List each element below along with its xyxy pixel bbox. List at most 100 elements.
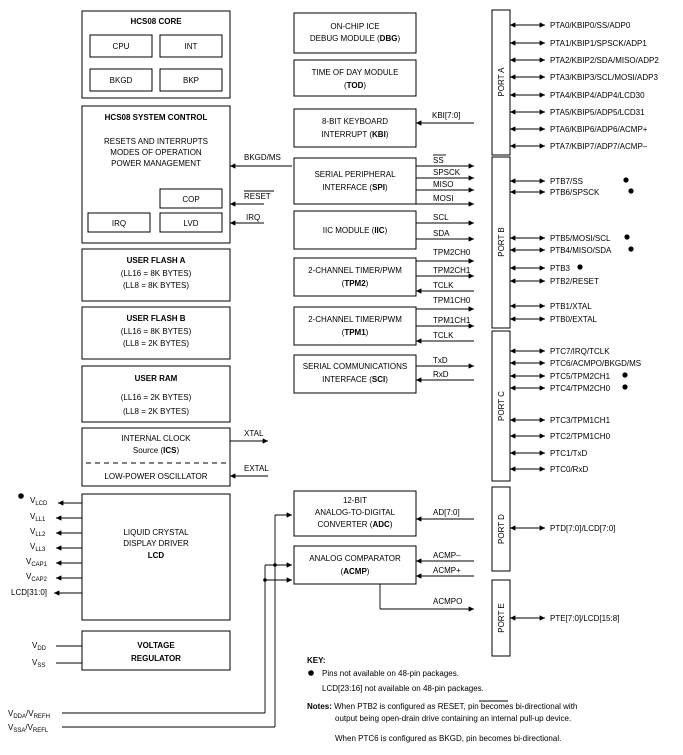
lcd-bus-label: LCD[31:0] <box>11 588 47 597</box>
svg-text:SERIAL COMMUNICATIONS: SERIAL COMMUNICATIONS <box>303 362 407 371</box>
svg-text:USER RAM: USER RAM <box>135 374 178 383</box>
svg-text:LCD[23:16] not available on 48: LCD[23:16] not available on 48-pin packa… <box>322 684 484 693</box>
pin-b0: PTB7/SS <box>550 177 583 186</box>
svg-text:TPM2CH0: TPM2CH0 <box>433 248 471 257</box>
bkp-label: BKP <box>183 76 199 85</box>
svg-text:SDA: SDA <box>433 229 450 238</box>
lcd-driver: LIQUID CRYSTAL DISPLAY DRIVER LCD <box>81 493 231 621</box>
tpm2-module: 2-CHANNEL TIMER/PWM (TPM2) TPM2CH0 TPM2C… <box>293 248 474 297</box>
svg-text:VOLTAGE: VOLTAGE <box>137 641 175 650</box>
svg-text:output being open-drain drive: output being open-drain drive containing… <box>335 714 571 723</box>
pin-c6: PTC1/TxD <box>550 449 588 458</box>
internal-clock-source: INTERNAL CLOCK Source (ICS) LOW-POWER OS… <box>81 427 231 487</box>
svg-text:DISPLAY DRIVER: DISPLAY DRIVER <box>123 539 189 548</box>
svg-text:TxD: TxD <box>433 356 448 365</box>
notes: Notes: When PTB2 is configured as RESET,… <box>307 700 577 743</box>
tod-module: TIME OF DAY MODULE (TOD) <box>293 59 417 97</box>
svg-text:INTERFACE (SPI): INTERFACE (SPI) <box>322 183 388 192</box>
pin-c0: PTC7/IRQ/TCLK <box>550 347 610 356</box>
svg-text:Source (ICS): Source (ICS) <box>133 446 180 455</box>
pin-a7: PTA7/KBIP7/ADP7/ACMP– <box>550 142 648 151</box>
svg-text:PORT D: PORT D <box>497 514 506 544</box>
svg-text:VDDA/VREFH: VDDA/VREFH <box>8 709 50 720</box>
port-b: PORT B <box>491 156 511 329</box>
not-on-48pin-marker <box>577 264 583 270</box>
svg-text:(ACMP): (ACMP) <box>341 567 370 576</box>
port-pins: PTA0/KBIP0/SS/ADP0PTA1/KBIP1/SPSCK/ADP1P… <box>510 21 659 623</box>
pin-c7: PTC0/RxD <box>550 465 588 474</box>
supply-pins: VLCD VLL1 VLL2 VLL3 VCAP1 VCAP2 LCD[31:0… <box>8 493 292 734</box>
svg-text:When PTC6 is configured as BKG: When PTC6 is configured as BKGD, pin bec… <box>335 734 561 743</box>
svg-text:AD[7:0]: AD[7:0] <box>433 508 460 517</box>
svg-text:(TOD): (TOD) <box>344 81 366 90</box>
svg-text:INTERFACE (SCI): INTERFACE (SCI) <box>322 375 388 384</box>
pin-a5: PTA5/KBIP5/ADP5/LCD31 <box>550 108 645 117</box>
port-d: PORT D <box>491 486 511 572</box>
svg-text:KBI[7:0]: KBI[7:0] <box>432 111 460 120</box>
svg-text:VLCD: VLCD <box>30 496 48 507</box>
svg-text:IIC MODULE (IIC): IIC MODULE (IIC) <box>323 226 388 235</box>
key: KEY: Pins not available on 48-pin packag… <box>307 656 484 693</box>
acmp-module: ANALOG COMPARATOR (ACMP) ACMP– ACMP+ ACM… <box>293 545 474 612</box>
pin-a1: PTA1/KBIP1/SPSCK/ADP1 <box>550 39 647 48</box>
pin-c4: PTC3/TPM1CH1 <box>550 416 611 425</box>
svg-text:Notes: When PTB2 is configured: Notes: When PTB2 is configured as RESET,… <box>307 702 577 711</box>
svg-text:(LL16 = 2K BYTES): (LL16 = 2K BYTES) <box>121 393 192 402</box>
bkgd-label: BKGD <box>110 76 133 85</box>
adc-module: 12-BIT ANALOG-TO-DIGITAL CONVERTER (ADC)… <box>293 490 474 537</box>
svg-text:SERIAL PERIPHERAL: SERIAL PERIPHERAL <box>314 170 396 179</box>
not-on-48pin-marker <box>622 372 628 378</box>
iic-module: IIC MODULE (IIC) SCL SDA <box>293 210 474 250</box>
svg-text:ACMPO: ACMPO <box>433 597 462 606</box>
svg-text:USER FLASH A: USER FLASH A <box>127 256 186 265</box>
svg-text:VLL2: VLL2 <box>30 527 46 538</box>
svg-text:(TPM1): (TPM1) <box>342 328 369 337</box>
port-e: PORT E <box>491 579 511 657</box>
pin-a6: PTA6/KBIP6/ADP6/ACMP+ <box>550 125 648 134</box>
svg-text:ANALOG-TO-DIGITAL: ANALOG-TO-DIGITAL <box>315 508 396 517</box>
svg-text:SPSCK: SPSCK <box>433 168 461 177</box>
pin-a2: PTA2/KBIP2/SDA/MISO/ADP2 <box>550 56 659 65</box>
svg-text:TPM2CH1: TPM2CH1 <box>433 266 471 275</box>
user-flash-a: USER FLASH A (LL16 = 8K BYTES) (LL8 = 8K… <box>81 248 231 302</box>
svg-text:8-BIT KEYBOARD: 8-BIT KEYBOARD <box>322 117 388 126</box>
not-on-48pin-marker <box>623 177 629 183</box>
svg-text:ACMP–: ACMP– <box>433 551 461 560</box>
port-a: PORT A <box>491 9 511 156</box>
irq-label: IRQ <box>112 219 126 228</box>
reset-signal: RESET <box>244 192 271 201</box>
svg-text:2-CHANNEL TIMER/PWM: 2-CHANNEL TIMER/PWM <box>308 315 402 324</box>
pin-e: PTE[7:0]/LCD[15:8] <box>550 614 619 623</box>
not-on-48pin-marker <box>622 384 628 390</box>
not-on-48pin-marker <box>628 188 634 194</box>
pin-c1: PTC6/ACMPO/BKGD/MS <box>550 359 641 368</box>
pin-c5: PTC2/TPM1CH0 <box>550 432 611 441</box>
pin-a4: PTA4/KBIP4/ADP4/LCD30 <box>550 91 645 100</box>
svg-text:PORT B: PORT B <box>497 227 506 257</box>
spi-module: SERIAL PERIPHERAL INTERFACE (SPI) SS SPS… <box>293 154 474 207</box>
svg-text:ACMP+: ACMP+ <box>433 566 461 575</box>
svg-text:POWER MANAGEMENT: POWER MANAGEMENT <box>111 159 201 168</box>
dbg-module: ON-CHIP ICE DEBUG MODULE (DBG) <box>293 12 417 54</box>
svg-text:TPM1CH1: TPM1CH1 <box>433 316 471 325</box>
pin-b7: PTB0/EXTAL <box>550 315 598 324</box>
tpm1-module: 2-CHANNEL TIMER/PWM (TPM1) TPM1CH0 TPM1C… <box>293 296 474 346</box>
svg-text:VCAP2: VCAP2 <box>26 572 48 583</box>
svg-text:Pins not available on 48-pin p: Pins not available on 48-pin packages. <box>322 669 459 678</box>
svg-text:PORT E: PORT E <box>497 603 506 633</box>
svg-text:VLL3: VLL3 <box>30 542 46 553</box>
svg-text:12-BIT: 12-BIT <box>343 496 367 505</box>
svg-text:(LL16 = 8K BYTES): (LL16 = 8K BYTES) <box>121 327 192 336</box>
svg-text:SCL: SCL <box>433 213 449 222</box>
svg-text:DEBUG MODULE (DBG): DEBUG MODULE (DBG) <box>310 34 401 43</box>
svg-text:VCAP1: VCAP1 <box>26 557 48 568</box>
svg-text:CONVERTER (ADC): CONVERTER (ADC) <box>318 520 393 529</box>
svg-text:MOSI: MOSI <box>433 194 453 203</box>
pin-b5: PTB2/RESET <box>550 277 599 286</box>
user-ram: USER RAM (LL16 = 2K BYTES) (LL8 = 2K BYT… <box>81 365 231 423</box>
hcs08-core: HCS08 CORE CPU INT BKGD BKP <box>81 10 231 99</box>
svg-text:(LL8 = 2K BYTES): (LL8 = 2K BYTES) <box>123 407 189 416</box>
svg-text:LCD: LCD <box>148 551 165 560</box>
core-title: HCS08 CORE <box>130 17 182 26</box>
